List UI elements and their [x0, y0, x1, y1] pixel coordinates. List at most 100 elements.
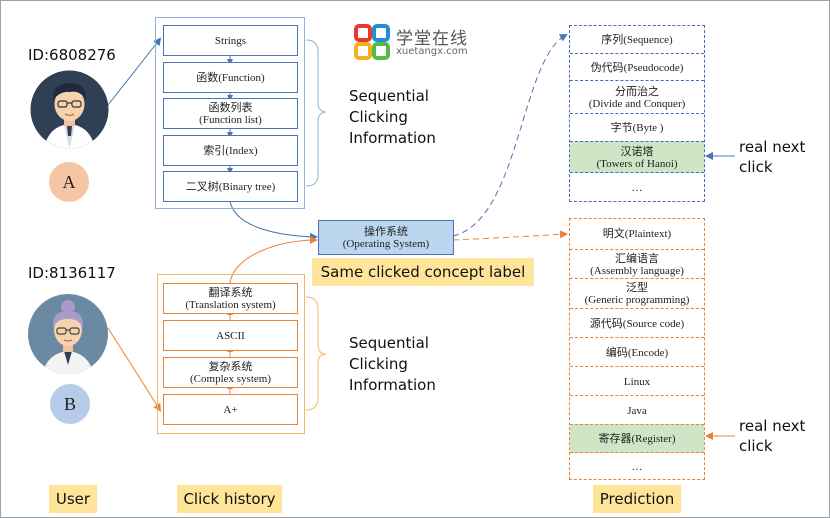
history-a-en: (Function): [218, 71, 265, 84]
prediction-a-cn: 伪代码: [590, 61, 624, 74]
prediction-a-item: 分而治之 (Divide and Conquer): [570, 80, 704, 114]
prediction-b-cn: 明文: [602, 228, 625, 240]
prediction-a-en: (Divide and Conquer): [588, 97, 686, 110]
prediction-b-en: Linux: [623, 375, 651, 388]
prediction-a-item-correct: 汉诺塔 (Towers of Hanoi): [570, 141, 704, 173]
sequential-label-a: Sequential Clicking Information: [349, 86, 436, 149]
history-b-en: A+: [223, 403, 238, 416]
prediction-b-item: 编码(Encode): [570, 337, 704, 367]
prediction-b-item: 明文(Plaintext): [570, 219, 704, 249]
prediction-b-en: (Plaintext): [624, 228, 672, 240]
prediction-b-cn: 泛型: [626, 282, 648, 294]
history-b-item: 复杂系统 (Complex system): [163, 357, 298, 388]
history-a-item: 索引(Index): [163, 135, 298, 166]
logo-mark-icon: [354, 24, 390, 60]
history-a-item: 函数(Function): [163, 62, 298, 93]
seq-line: Information: [349, 376, 436, 394]
prediction-b-cn: 源代码: [589, 317, 623, 330]
logo-domain: xuetangx.com: [396, 46, 468, 57]
user-a-badge: A: [49, 162, 89, 202]
history-b-cn: 翻译系统: [208, 286, 253, 299]
xuetangx-logo: 学堂在线 xuetangx.com: [354, 24, 484, 62]
history-group-b: [157, 274, 305, 434]
prediction-b-en: (Register): [631, 433, 676, 445]
real-next-click-label-a: real next click: [739, 137, 805, 177]
prediction-b-item: Linux: [570, 366, 704, 396]
prediction-a-ellipsis: …: [631, 181, 643, 194]
history-b-cn: 复杂系统: [208, 360, 253, 373]
history-a-cn: 函数: [196, 71, 219, 84]
history-b-item: ASCII: [163, 320, 298, 351]
history-b-en: ASCII: [216, 329, 245, 342]
prediction-a-en: (Pseudocode): [623, 61, 684, 74]
real-next-click-label-b: real next click: [739, 416, 805, 456]
prediction-a-en: (Byte ): [632, 122, 664, 134]
prediction-a-cn: 分而治之: [615, 85, 659, 98]
footer-user-label: User: [49, 485, 97, 513]
prediction-b-item: 汇编语言 (Assembly language): [570, 249, 704, 279]
real-next-line: click: [739, 437, 773, 455]
seq-line: Clicking: [349, 355, 408, 373]
history-a-en: (Function list): [199, 113, 262, 126]
history-group-a: [155, 17, 305, 209]
history-a-item: 函数列表 (Function list): [163, 98, 298, 129]
prediction-a-item: 字节(Byte ): [570, 113, 704, 142]
history-a-cn: 函数列表: [208, 101, 253, 114]
prediction-a-item: 伪代码(Pseudocode): [570, 53, 704, 81]
real-next-line: real next: [739, 417, 806, 435]
prediction-column-a: 序列(Sequence) 伪代码(Pseudocode) 分而治之 (Divid…: [569, 25, 705, 202]
user-b-avatar: [27, 293, 109, 375]
user-b-id: ID:8136117: [28, 264, 116, 282]
history-a-cn: 二叉树: [185, 180, 219, 193]
prediction-b-cn: 寄存器: [598, 433, 632, 445]
prediction-b-item: Java: [570, 395, 704, 425]
prediction-b-cn: 汇编语言: [615, 252, 659, 265]
prediction-b-ellipsis: …: [631, 460, 643, 473]
prediction-b-en: (Encode): [627, 346, 669, 359]
footer-prediction-label: Prediction: [593, 485, 681, 513]
history-a-en: (Index): [225, 144, 258, 157]
sequential-label-b: Sequential Clicking Information: [349, 333, 436, 396]
prediction-b-en: (Assembly language): [590, 264, 684, 277]
prediction-a-en: (Sequence): [623, 33, 673, 46]
prediction-a-cn: 字节: [610, 122, 633, 134]
history-b-item: 翻译系统 (Translation system): [163, 283, 298, 314]
prediction-b-en: Java: [627, 404, 647, 417]
prediction-column-b: 明文(Plaintext) 汇编语言 (Assembly language) 泛…: [569, 218, 705, 480]
prediction-a-item: 序列(Sequence): [570, 26, 704, 53]
prediction-a-en: (Towers of Hanoi): [596, 157, 678, 170]
prediction-b-en: (Generic programming): [584, 294, 690, 306]
history-a-item: 二叉树(Binary tree): [163, 171, 298, 202]
history-a-en: Strings: [214, 34, 247, 47]
seq-line: Sequential: [349, 87, 429, 105]
prediction-b-item: 源代码(Source code): [570, 308, 704, 338]
woman-avatar-icon: [28, 294, 108, 374]
history-b-en: (Translation system): [185, 298, 276, 311]
prediction-a-cn: 汉诺塔: [620, 145, 654, 158]
prediction-b-item-correct: 寄存器(Register): [570, 424, 704, 453]
history-b-item: A+: [163, 394, 298, 425]
footer-click-history-label: Click history: [177, 485, 282, 513]
shared-concept-en: (Operating System): [342, 237, 430, 250]
prediction-b-item: …: [570, 452, 704, 480]
prediction-b-item: 泛型 (Generic programming): [570, 278, 704, 309]
man-avatar-icon: [30, 70, 109, 149]
seq-line: Information: [349, 129, 436, 147]
logo-name: 学堂在线: [396, 29, 468, 49]
real-next-line: click: [739, 158, 773, 176]
user-a-id: ID:6808276: [28, 46, 116, 64]
shared-concept-box: 操作系统 (Operating System): [318, 220, 454, 255]
seq-line: Clicking: [349, 108, 408, 126]
user-b-badge: B: [50, 384, 90, 424]
history-b-en: (Complex system): [190, 372, 271, 385]
history-a-cn: 索引: [203, 144, 226, 157]
seq-line: Sequential: [349, 334, 429, 352]
prediction-a-cn: 序列: [601, 33, 624, 46]
real-next-line: real next: [739, 138, 806, 156]
prediction-b-en: (Source code): [622, 317, 685, 330]
history-a-item: Strings: [163, 25, 298, 56]
prediction-b-cn: 编码: [605, 346, 628, 359]
same-concept-label: Same clicked concept label: [312, 258, 534, 286]
user-a-avatar: [30, 70, 109, 149]
